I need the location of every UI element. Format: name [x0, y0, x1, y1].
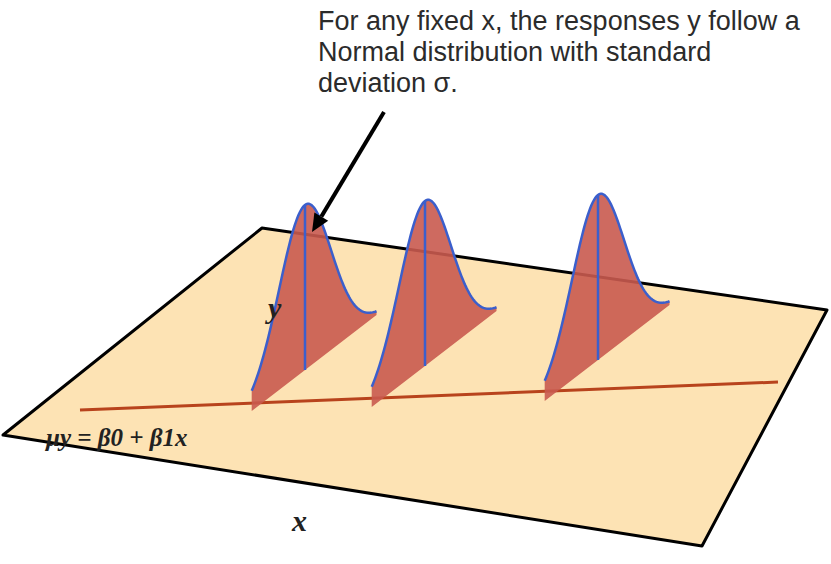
- normal-curve-outline: [545, 194, 670, 381]
- axis-label: y: [268, 292, 281, 324]
- callout-arrowhead: [312, 213, 328, 233]
- regression-line: [80, 382, 778, 410]
- normal-curve-outline: [252, 204, 377, 391]
- curve-center-line: [597, 195, 600, 360]
- curve-center-line: [424, 201, 427, 366]
- callout-arrow-line: [321, 112, 384, 217]
- curve-center-line: [304, 205, 307, 370]
- callout-text: For any fixed x, the responses y follow …: [318, 6, 823, 99]
- axis-label: x: [292, 505, 307, 537]
- normal-curves: [252, 194, 670, 411]
- normal-curve-fill: [252, 204, 377, 411]
- normal-curve-fill: [545, 194, 670, 401]
- equation-label: μy = β0 + β1x: [46, 424, 188, 452]
- normal-curve-outline: [372, 200, 497, 387]
- normal-curve-fill: [372, 200, 497, 407]
